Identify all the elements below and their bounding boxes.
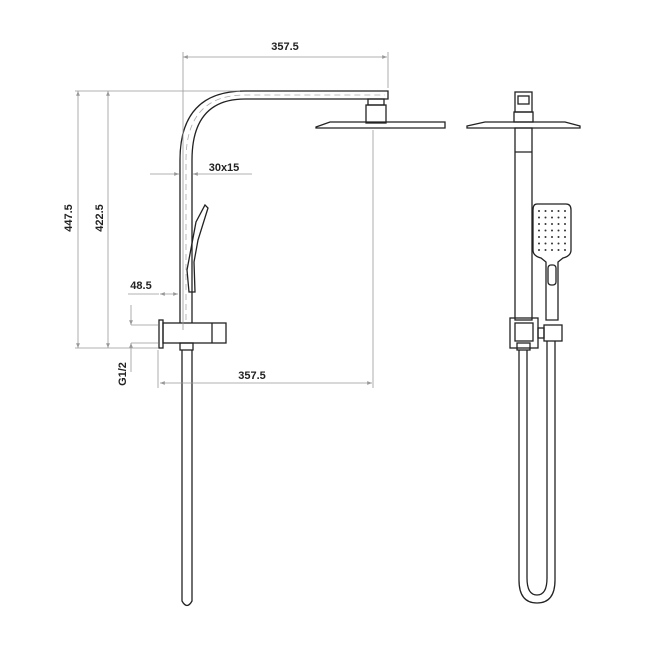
nozzle-dot bbox=[544, 242, 547, 245]
nozzle-dot bbox=[544, 236, 547, 238]
dim-overall-height: 447.5 bbox=[63, 204, 75, 232]
nozzle-dot bbox=[557, 229, 560, 232]
wall-bracket-side bbox=[158, 319, 227, 351]
rain-head-front bbox=[466, 121, 581, 129]
nozzle-dot bbox=[557, 249, 560, 251]
nozzle-dot bbox=[564, 229, 566, 232]
nozzle-dot bbox=[557, 223, 560, 225]
nozzle-dot bbox=[551, 216, 553, 219]
nozzle-dot bbox=[564, 236, 566, 238]
hand-shower-front bbox=[532, 203, 572, 321]
nozzle-dot bbox=[544, 229, 547, 232]
nozzle-dot bbox=[544, 223, 547, 225]
nozzle-dot bbox=[544, 210, 547, 212]
nozzle-dot bbox=[564, 216, 566, 219]
nozzle-dot bbox=[564, 242, 566, 245]
nozzle-dot bbox=[551, 249, 553, 251]
dimension-lines bbox=[75, 52, 389, 388]
nozzle-dot bbox=[551, 223, 553, 225]
nozzle-dot bbox=[538, 236, 540, 238]
nozzle-dot bbox=[538, 229, 540, 232]
nozzle-dot bbox=[557, 216, 560, 219]
nozzle-dot bbox=[538, 216, 540, 219]
nozzle-dot bbox=[557, 236, 560, 238]
hose-front bbox=[518, 341, 556, 604]
nozzle-dot bbox=[551, 242, 553, 245]
nozzle-dot bbox=[544, 216, 547, 219]
wall-bracket-front bbox=[509, 317, 563, 351]
nozzle-dot bbox=[538, 249, 540, 251]
nozzle-dot bbox=[538, 242, 540, 245]
nozzle-dot bbox=[538, 223, 540, 225]
dim-arm-reach-top: 357.5 bbox=[271, 41, 299, 53]
nozzle-dot bbox=[538, 210, 540, 212]
hand-shower-side bbox=[186, 203, 209, 293]
nozzle-dot bbox=[557, 210, 560, 212]
dim-inlet-thread: G1/2 bbox=[117, 362, 129, 386]
nozzle-dot bbox=[551, 210, 553, 212]
riser-front bbox=[514, 127, 533, 321]
dim-head-projection-bottom: 357.5 bbox=[238, 370, 266, 382]
nozzle-dot bbox=[564, 210, 566, 212]
hose-side bbox=[181, 350, 193, 607]
nozzle-dot bbox=[557, 242, 560, 245]
dim-wall-offset: 48.5 bbox=[130, 280, 151, 292]
nozzle-dot bbox=[564, 223, 566, 225]
side-view bbox=[158, 90, 446, 607]
rain-head-side bbox=[315, 98, 446, 129]
nozzle-dot bbox=[544, 249, 547, 251]
dim-pipe-section: 30x15 bbox=[209, 162, 240, 174]
nozzle-dot bbox=[564, 249, 566, 251]
nozzle-dot bbox=[551, 236, 553, 238]
front-view bbox=[466, 91, 581, 604]
centerline bbox=[185, 94, 385, 320]
dim-height-to-arm: 422.5 bbox=[94, 204, 106, 232]
shower-arm-riser bbox=[179, 90, 389, 323]
nozzle-dot bbox=[551, 229, 553, 232]
